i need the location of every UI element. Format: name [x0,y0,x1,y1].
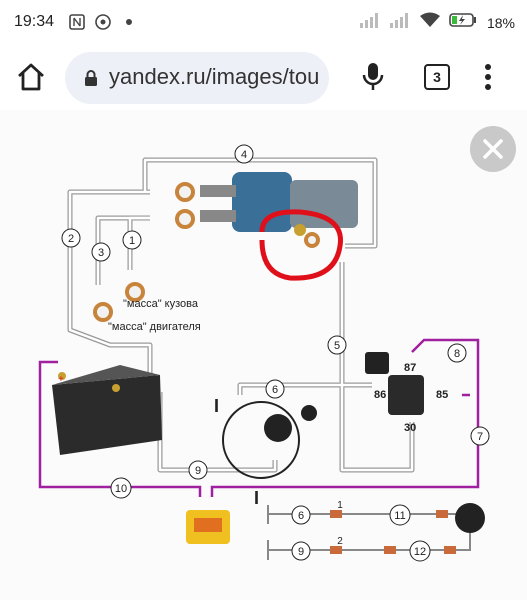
svg-text:5: 5 [334,340,340,352]
svg-text:8: 8 [454,348,460,360]
svg-text:+: + [58,374,64,385]
status-icons-right: 18% [359,12,515,33]
label-massa-kuzova: "масса" кузова [123,298,199,310]
relay-pin-86: 86 [374,389,386,401]
fuse-label-2: 2 [337,536,343,547]
fuse-label-1: 1 [337,500,343,511]
address-bar[interactable]: yandex.ru/images/tou [65,52,329,104]
lock-icon [83,69,99,87]
svg-text:1: 1 [129,235,135,247]
label-8: 8 [447,343,467,363]
overflow-menu-button[interactable] [482,62,494,92]
relay-pin-30: 30 [404,422,416,434]
label-6b: 6 [291,505,311,525]
more-vert-icon [485,64,491,90]
home-icon [18,63,44,91]
wifi-icon [419,12,441,33]
svg-text:2: 2 [68,233,74,245]
svg-text:4: 4 [241,149,247,161]
notification-dot-icon [120,13,138,31]
svg-text:7: 7 [477,431,483,443]
svg-text:6: 6 [298,510,304,522]
roman-one-b: I [254,488,259,508]
label-5: 5 [327,335,347,355]
close-icon [483,139,503,159]
tab-switcher-button[interactable]: 3 [424,64,450,90]
svg-text:10: 10 [115,483,127,495]
label-massa-dvigatelya: "масса" двигателя [108,321,201,333]
label-3: 3 [91,242,111,262]
svg-text:9: 9 [195,465,201,477]
svg-text:11: 11 [394,510,405,522]
signal-2-icon [389,12,411,33]
svg-text:12: 12 [414,546,426,558]
status-bar: 19:34 18% [0,0,527,46]
signal-icon [359,12,381,33]
roman-one-a: I [214,396,219,416]
battery-icon [449,12,477,33]
diagram-labels: 4 2 3 1 5 6 8 7 9 10 6 11 9 12 1 2 [61,144,490,562]
browser-toolbar: yandex.ru/images/tou 3 [0,46,527,110]
svg-text:9: 9 [298,546,304,558]
home-button[interactable] [14,60,48,94]
svg-text:6: 6 [272,384,278,396]
voice-search-button[interactable] [360,60,386,94]
label-9a: 9 [188,460,208,480]
relay-pin-87: 87 [404,362,416,374]
label-4: 4 [234,144,254,164]
label-12: 12 [409,540,431,562]
close-viewer-button[interactable] [470,126,516,172]
status-icons-left [68,13,138,31]
text-labels: "масса" кузова "масса" двигателя 87 86 8… [108,298,448,508]
battery-percent: 18% [486,14,515,31]
label-11: 11 [389,504,411,526]
label-2: 2 [61,228,81,248]
label-7: 7 [470,426,490,446]
microphone-icon [362,63,384,90]
sync-icon [94,13,112,31]
nfc-icon [68,13,86,31]
label-9b: 9 [291,541,311,561]
relay-pin-85: 85 [436,389,448,401]
label-1: 1 [122,230,142,250]
url-text: yandex.ru/images/tou [109,64,319,89]
label-10: 10 [110,477,132,499]
svg-text:3: 3 [98,247,104,259]
status-time: 19:34 [14,13,55,30]
label-6a: 6 [265,379,285,399]
